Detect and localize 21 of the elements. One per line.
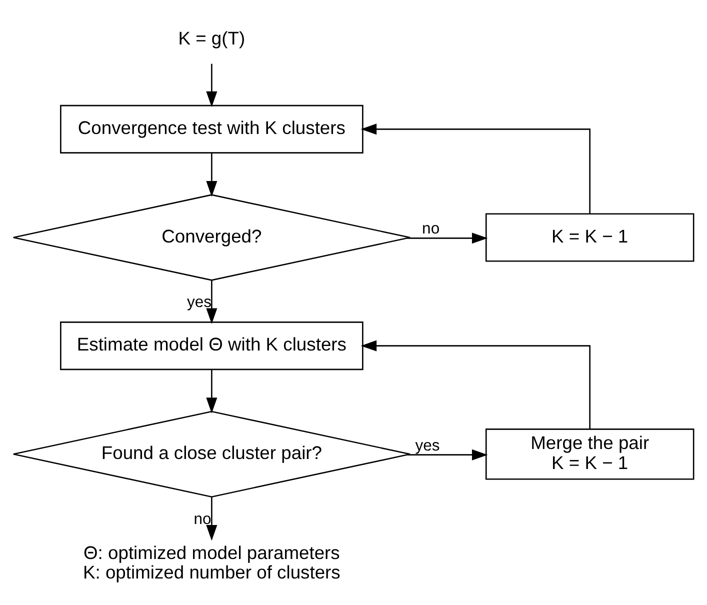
node-box: K = K − 1 [485, 213, 694, 262]
arrow [407, 232, 488, 244]
arrow [206, 153, 218, 197]
arrow [407, 449, 488, 460]
edge-label: yes [186, 294, 212, 312]
arrow [360, 124, 590, 214]
arrow [360, 340, 590, 430]
edge-label: no [194, 510, 212, 528]
node-box: Merge the pair K = K − 1 [485, 428, 694, 480]
arrow [206, 64, 218, 108]
node-box: Convergence test with K clusters [60, 104, 364, 154]
arrow [206, 280, 218, 324]
node-diamond: Converged? [12, 194, 411, 281]
edge-label: yes [415, 437, 440, 454]
node-text: Θ: optimized model parameters K: optimized number of clusters [83, 542, 340, 583]
arrow [206, 496, 218, 541]
node-text: K = g(T) [178, 28, 246, 49]
edge-label: no [422, 220, 440, 238]
node-box: Estimate model Θ with K clusters [60, 322, 364, 370]
arrow [206, 370, 218, 414]
node-diamond: Found a close cluster pair? [12, 410, 411, 498]
